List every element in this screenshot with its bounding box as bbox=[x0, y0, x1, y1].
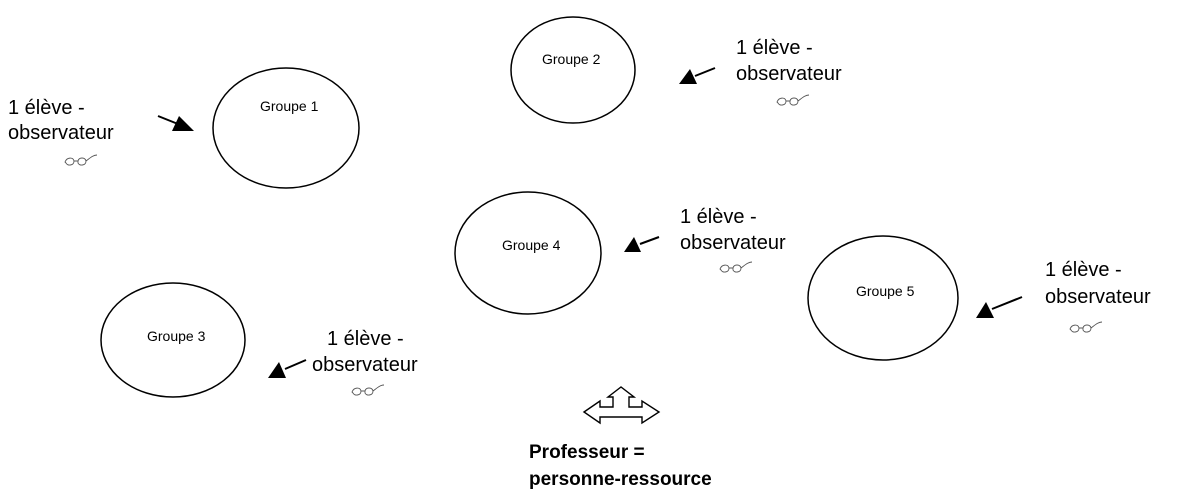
observer-group-3: 1 élève - observateur bbox=[268, 328, 418, 396]
group-2: Groupe 2 bbox=[510, 16, 636, 124]
group-3-ellipse bbox=[100, 282, 246, 398]
observer-1-line2: observateur bbox=[8, 122, 114, 144]
group-1: Groupe 1 bbox=[212, 67, 360, 189]
observer-2-line1: 1 élève - bbox=[736, 37, 813, 59]
group-4: Groupe 4 bbox=[454, 191, 602, 315]
glasses-icon bbox=[64, 154, 98, 166]
glasses-icon bbox=[776, 94, 810, 106]
arrow-head-icon bbox=[624, 237, 641, 252]
arrow-shaft bbox=[991, 296, 1023, 310]
group-3: Groupe 3 bbox=[100, 282, 246, 398]
observer-group-5: 1 élève - observateur bbox=[976, 259, 1151, 333]
group-4-ellipse bbox=[454, 191, 602, 315]
arrow-shaft bbox=[157, 115, 179, 125]
observer-group-2: 1 élève - observateur bbox=[679, 37, 842, 106]
glasses-icon bbox=[1069, 321, 1103, 333]
observer-2-line2: observateur bbox=[736, 63, 842, 85]
glasses-icon bbox=[351, 384, 385, 396]
observer-5-line1: 1 élève - bbox=[1045, 259, 1122, 281]
arrow-head-icon bbox=[268, 362, 286, 378]
observer-5-line2: observateur bbox=[1045, 286, 1151, 308]
group-4-label: Groupe 4 bbox=[502, 237, 561, 253]
observer-3-line1: 1 élève - bbox=[327, 328, 404, 350]
arrow-head-icon bbox=[679, 69, 697, 84]
group-5: Groupe 5 bbox=[807, 235, 959, 361]
observer-group-1: 1 élève - observateur bbox=[8, 97, 194, 166]
observer-4-line1: 1 élève - bbox=[680, 206, 757, 228]
group-2-label: Groupe 2 bbox=[542, 51, 601, 67]
four-way-arrow-icon bbox=[582, 386, 661, 425]
arrow-shaft bbox=[284, 359, 307, 370]
group-1-label: Groupe 1 bbox=[260, 98, 319, 114]
observer-3-line2: observateur bbox=[312, 354, 418, 376]
professor: Professeur = personne-ressource bbox=[529, 386, 712, 490]
arrow-shaft bbox=[694, 67, 716, 77]
group-3-label: Groupe 3 bbox=[147, 328, 206, 344]
observer-1-line1: 1 élève - bbox=[8, 97, 85, 119]
observer-group-4: 1 élève - observateur bbox=[624, 206, 786, 273]
glasses-icon bbox=[719, 261, 753, 273]
group-1-ellipse bbox=[212, 67, 360, 189]
arrow-shaft bbox=[639, 236, 660, 245]
professor-line2: personne-ressource bbox=[529, 469, 712, 490]
group-5-ellipse bbox=[807, 235, 959, 361]
arrow-head-icon bbox=[172, 116, 194, 131]
observer-4-line2: observateur bbox=[680, 232, 786, 254]
group-2-ellipse bbox=[510, 16, 636, 124]
group-5-label: Groupe 5 bbox=[856, 283, 915, 299]
professor-line1: Professeur = bbox=[529, 442, 645, 463]
arrow-head-icon bbox=[976, 302, 994, 318]
